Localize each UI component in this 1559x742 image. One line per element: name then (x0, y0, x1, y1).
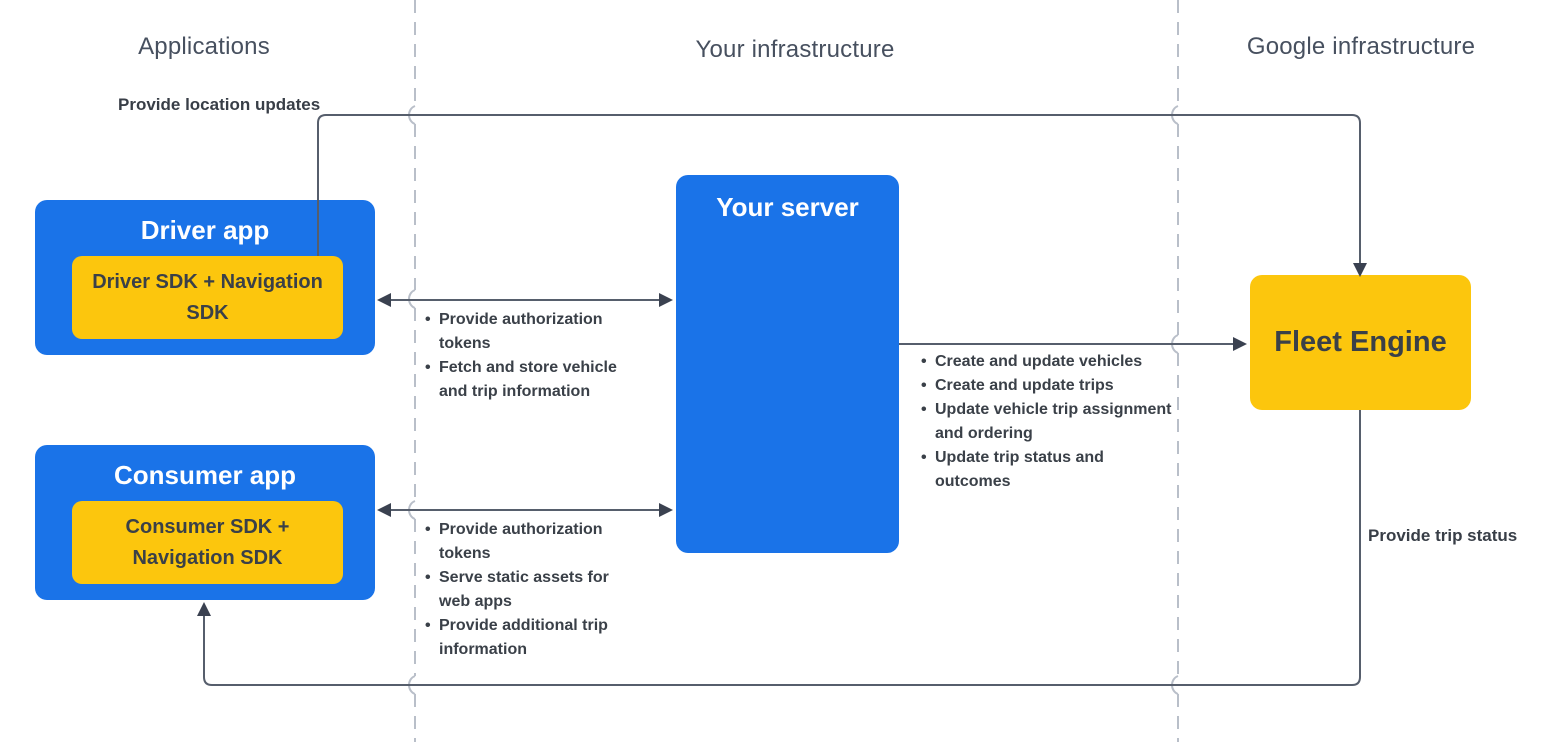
column-header-applications: Applications (138, 33, 270, 60)
list-item: Update trip status and outcomes (920, 446, 1182, 494)
arrow-consumer-server (377, 503, 673, 517)
driver-sdk-label: Driver SDK + Navigation SDK (92, 270, 323, 324)
node-driver-app: Driver app Driver SDK + Navigation SDK (35, 200, 375, 355)
column-header-google-infrastructure: Google infrastructure (1246, 33, 1476, 60)
arrowhead-up-icon (197, 602, 211, 616)
list-item: Fetch and store vehicle and trip informa… (424, 356, 626, 404)
arrowhead-right-icon (659, 293, 673, 307)
node-consumer-app: Consumer app Consumer SDK + Navigation S… (35, 445, 375, 600)
arrow-driver-server (377, 293, 673, 307)
your-server-title: Your server (716, 192, 859, 222)
column-divider-left (408, 0, 416, 742)
list-item: Update vehicle trip assignment and order… (920, 398, 1182, 446)
edge-list-consumer-server: Provide authorization tokens Serve stati… (424, 518, 612, 662)
arrowhead-left-icon (377, 293, 391, 307)
node-driver-sdk: Driver SDK + Navigation SDK (72, 256, 343, 339)
arrow-server-fleet (899, 337, 1247, 351)
list-item: Create and update trips (920, 374, 1182, 398)
column-header-your-infrastructure: Your infrastructure (695, 36, 895, 63)
node-your-server: Your server (676, 175, 899, 553)
arrowhead-right-icon (1233, 337, 1247, 351)
node-consumer-sdk: Consumer SDK + Navigation SDK (72, 501, 343, 584)
list-item: Provide authorization tokens (424, 308, 626, 356)
list-item: Provide authorization tokens (424, 518, 612, 566)
driver-app-title: Driver app (140, 215, 270, 245)
consumer-sdk-label: Consumer SDK + Navigation SDK (125, 515, 290, 569)
list-item: Provide additional trip information (424, 614, 612, 662)
edge-label-provide-trip-status: Provide trip status (1368, 526, 1518, 545)
edge-list-server-fleet: Create and update vehicles Create and up… (920, 350, 1182, 494)
consumer-app-title: Consumer app (113, 460, 297, 490)
list-item: Serve static assets for web apps (424, 566, 612, 614)
edge-label-provide-location-updates: Provide location updates (118, 95, 321, 114)
fleet-engine-title: Fleet Engine (1274, 326, 1447, 358)
node-fleet-engine: Fleet Engine (1250, 275, 1471, 410)
arrowhead-left-icon (377, 503, 391, 517)
list-item: Create and update vehicles (920, 350, 1182, 374)
arrowhead-right-icon (659, 503, 673, 517)
edge-list-driver-server: Provide authorization tokens Fetch and s… (424, 308, 626, 404)
